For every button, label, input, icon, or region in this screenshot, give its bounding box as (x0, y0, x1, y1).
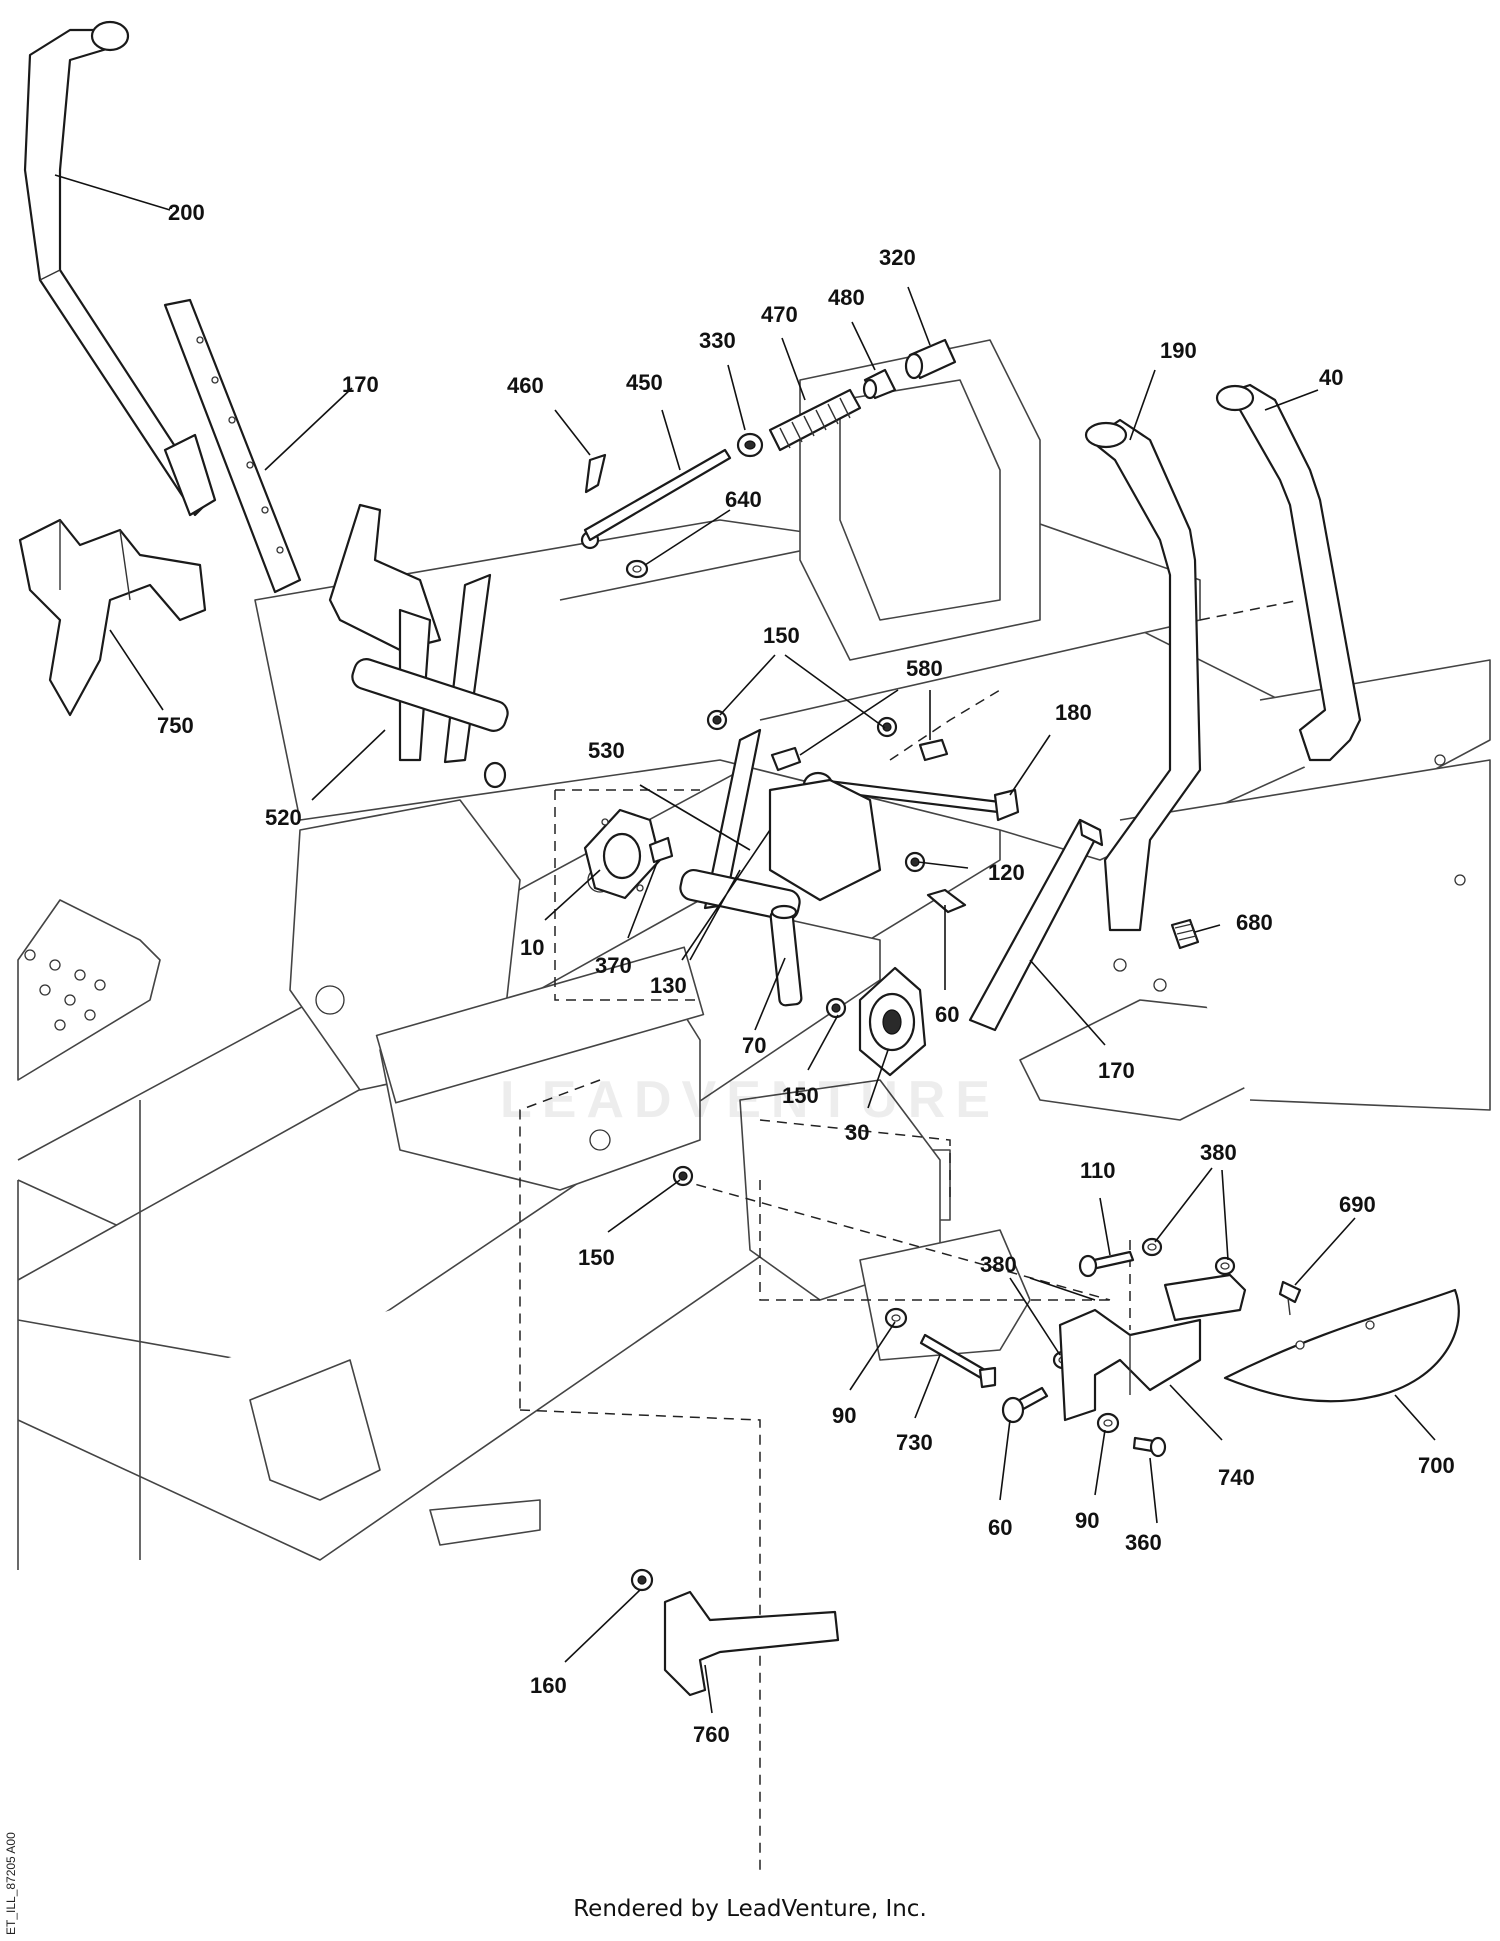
callout-60-upper: 60 (935, 1002, 959, 1027)
part-370-bolt (648, 836, 674, 864)
callout-370: 370 (595, 953, 632, 978)
callout-700: 700 (1418, 1453, 1455, 1478)
callout-90-right: 90 (1075, 1508, 1099, 1533)
part-150-nut-a (706, 709, 728, 731)
part-740-bracket (1058, 1273, 1247, 1422)
part-190-lever (1084, 418, 1202, 932)
part-30-bearing (858, 966, 927, 1077)
callout-150-upper: 150 (763, 623, 800, 648)
callout-60-lower: 60 (988, 1515, 1012, 1540)
callout-640: 640 (725, 487, 762, 512)
callout-760: 760 (693, 1722, 730, 1747)
callout-450: 450 (626, 370, 663, 395)
callout-480: 480 (828, 285, 865, 310)
callout-470: 470 (761, 302, 798, 327)
part-320-cap (904, 338, 957, 380)
part-150-nut-b (876, 716, 898, 738)
callout-150-lower: 150 (578, 1245, 615, 1270)
part-90-washers (884, 1307, 1120, 1434)
part-470-spring (768, 388, 862, 452)
part-70-pin (769, 904, 803, 1007)
part-700-shield (1223, 1288, 1460, 1403)
callout-750: 750 (157, 713, 194, 738)
part-200-lever (23, 20, 212, 517)
callout-690: 690 (1339, 1192, 1376, 1217)
part-60-bolt-upper (926, 888, 967, 914)
callout-190: 190 (1160, 338, 1197, 363)
callout-170-right: 170 (1098, 1058, 1135, 1083)
callout-730: 730 (896, 1430, 933, 1455)
callout-160: 160 (530, 1673, 567, 1698)
callout-30: 30 (845, 1120, 869, 1145)
callout-90-left: 90 (832, 1403, 856, 1428)
part-750-bracket (18, 518, 207, 717)
callout-10: 10 (520, 935, 544, 960)
part-690-screw (1278, 1280, 1302, 1316)
callout-110: 110 (1080, 1158, 1116, 1183)
part-530-lever (679, 728, 882, 922)
callout-labels: 200 170 750 520 460 450 330 470 480 320 … (157, 200, 1455, 1747)
callout-580: 580 (906, 656, 943, 681)
callout-120: 120 (988, 860, 1025, 885)
callout-520: 520 (265, 805, 302, 830)
callout-460: 460 (507, 373, 544, 398)
part-480-bushing (862, 368, 897, 400)
callout-200: 200 (168, 200, 205, 225)
part-760-bracket (663, 1590, 840, 1697)
part-360-bolt (1132, 1436, 1167, 1458)
callout-40: 40 (1319, 365, 1343, 390)
part-330-bushing (736, 432, 764, 458)
callout-180: 180 (1055, 700, 1092, 725)
part-10-bearing (583, 808, 662, 900)
watermark: LEADVENTURE (499, 1071, 1001, 1129)
callout-170-left: 170 (342, 372, 379, 397)
part-520-lever-assembly (328, 503, 509, 789)
part-60-bolt-lower (1001, 1386, 1049, 1424)
part-450-rod (583, 448, 732, 542)
part-170-bar-left (163, 298, 302, 594)
callout-70: 70 (742, 1033, 766, 1058)
callout-320: 320 (879, 245, 916, 270)
part-680-screw (1170, 918, 1200, 950)
footer-credit: Rendered by LeadVenture, Inc. (573, 1896, 927, 1922)
part-170-bar-right (968, 818, 1104, 1032)
part-640-washer (625, 559, 649, 579)
part-40-lever (1215, 383, 1362, 762)
callout-680: 680 (1236, 910, 1273, 935)
callout-150-middle: 150 (782, 1083, 819, 1108)
callout-330: 330 (699, 328, 736, 353)
callout-360: 360 (1125, 1530, 1162, 1555)
part-730-bolt (919, 1333, 997, 1389)
part-160-nut (630, 1568, 654, 1592)
part-110-bolt (1078, 1250, 1135, 1278)
part-150-nut-c (825, 997, 847, 1019)
leader-lines (54, 174, 1436, 1714)
callout-380-lower: 380 (980, 1252, 1017, 1277)
callout-380-upper: 380 (1200, 1140, 1237, 1165)
callout-530: 530 (588, 738, 625, 763)
callout-130: 130 (650, 973, 687, 998)
part-580-spacers (770, 738, 949, 772)
assembly-guides (519, 599, 1301, 1870)
callout-740: 740 (1218, 1465, 1255, 1490)
